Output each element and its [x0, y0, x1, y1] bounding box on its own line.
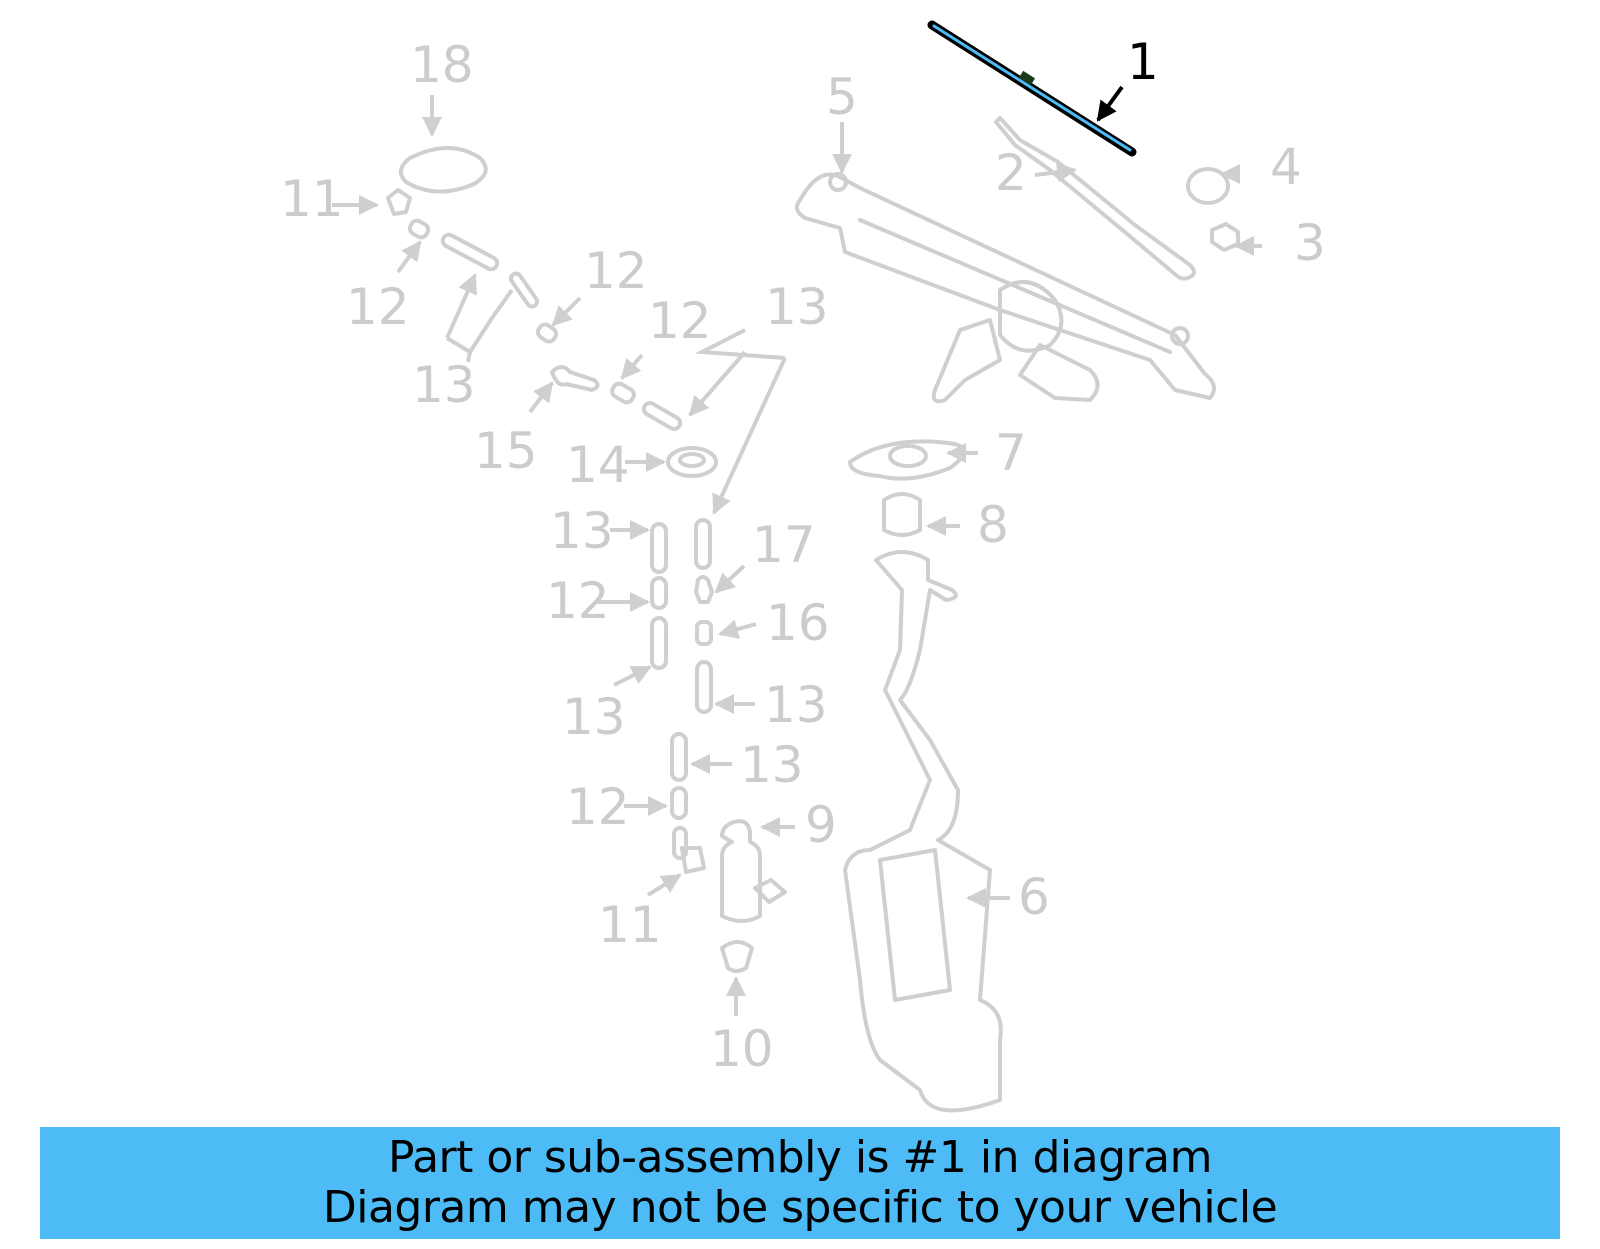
callout-16: 16 [766, 594, 830, 652]
callout-4: 4 [1270, 138, 1302, 196]
callout-12b: 12 [584, 242, 648, 300]
callout-13b: 13 [765, 278, 829, 336]
callout-11a: 11 [280, 170, 344, 228]
callout-1[interactable]: 1 [1127, 33, 1159, 91]
part-5-wiper-linkage-motor [794, 122, 1216, 404]
callout-18: 18 [410, 36, 474, 94]
callout-13c: 13 [550, 502, 614, 560]
callout-13d: 13 [562, 688, 626, 746]
info-banner: Part or sub-assembly is #1 in diagram Di… [40, 1127, 1560, 1239]
callout-13a: 13 [412, 356, 476, 414]
callout-14: 14 [566, 436, 630, 494]
part-1-wiper-blade [927, 20, 1137, 157]
callout-11b: 11 [598, 896, 662, 954]
part-6-washer-reservoir [843, 550, 1010, 1113]
callout-2: 2 [995, 144, 1027, 202]
part-9-washer-pump [720, 817, 795, 923]
part-18-washer-nozzle [398, 95, 488, 194]
hose-connector-parts [332, 188, 787, 897]
callout-17: 17 [752, 516, 816, 574]
callout-7: 7 [995, 424, 1027, 482]
callout-15: 15 [474, 422, 538, 480]
callout-8: 8 [977, 496, 1009, 554]
part-7-reservoir-cap [848, 439, 978, 481]
callout-6: 6 [1018, 868, 1050, 926]
part-10-grommet [720, 940, 754, 1016]
banner-line-part-number: Part or sub-assembly is #1 in diagram [388, 1132, 1212, 1183]
callout-10: 10 [710, 1020, 774, 1078]
callout-12e: 12 [566, 778, 630, 836]
callout-12a: 12 [346, 278, 410, 336]
banner-line-disclaimer: Diagram may not be specific to your vehi… [322, 1182, 1278, 1233]
callout-13e: 13 [764, 676, 828, 734]
callout-12c: 12 [648, 292, 712, 350]
callout-13f: 13 [740, 736, 804, 794]
callout-3: 3 [1294, 214, 1326, 272]
part-3-nut [1210, 222, 1262, 256]
part-8-strainer [882, 492, 960, 537]
part-2-wiper-arm [994, 116, 1196, 281]
callout-9: 9 [805, 796, 837, 854]
part-4-cap [1186, 164, 1240, 205]
callout-12d: 12 [546, 572, 610, 630]
callout-5: 5 [826, 68, 858, 126]
